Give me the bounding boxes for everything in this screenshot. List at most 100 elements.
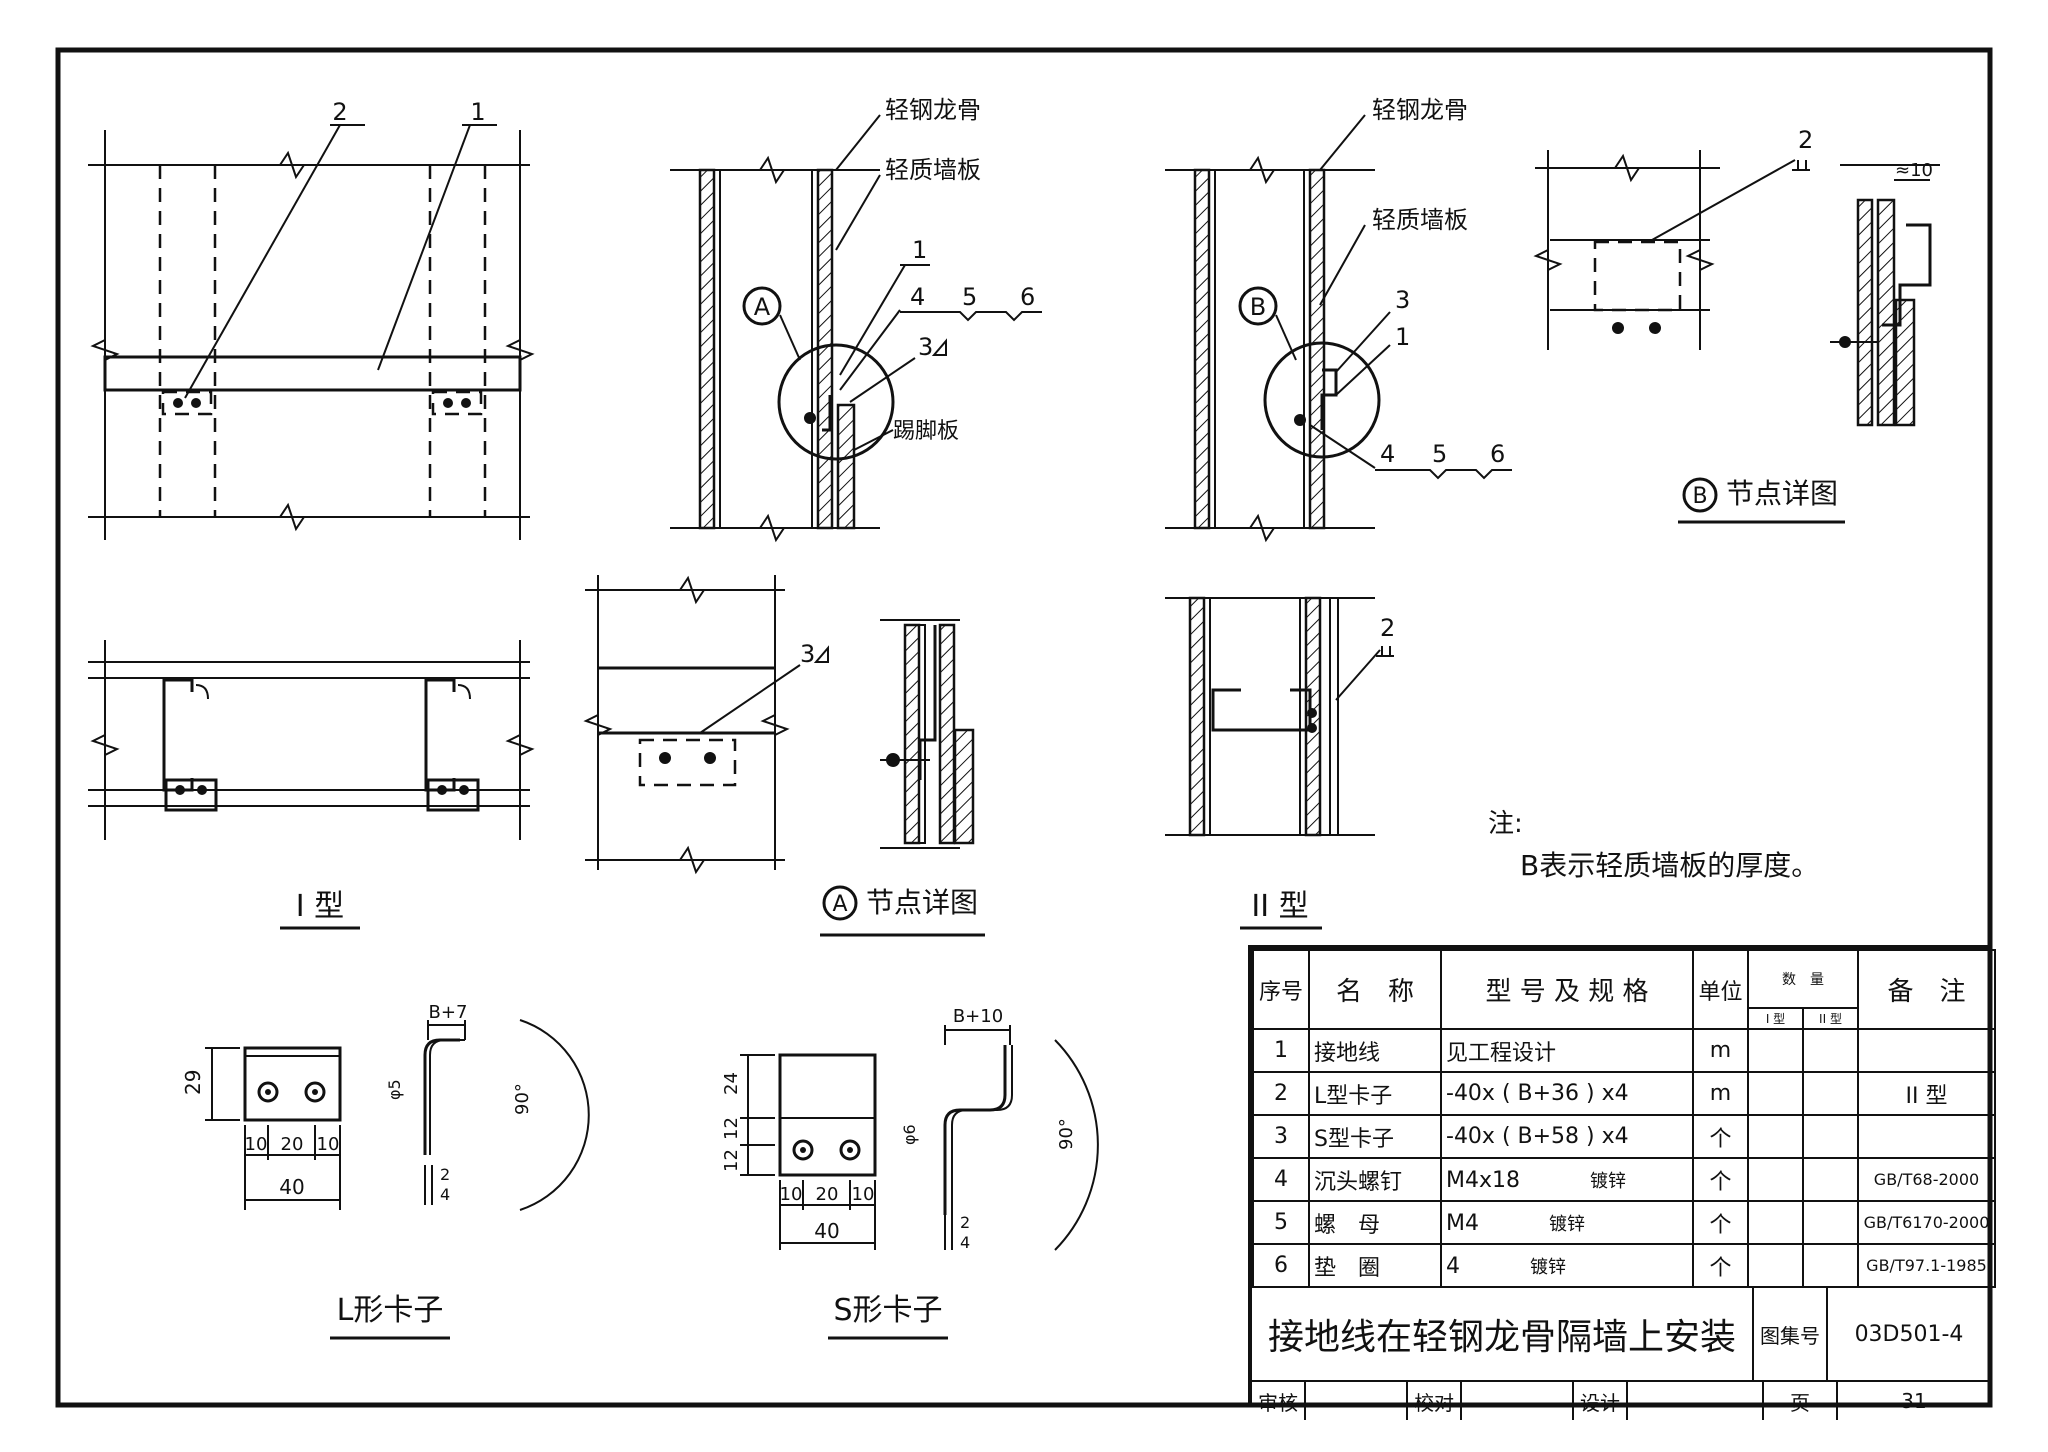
row-qty-1 xyxy=(1747,1028,1804,1073)
drawing-title: 接地线在轻钢龙骨隔墙上安装 xyxy=(1252,1288,1754,1380)
s-dim-4: 4 xyxy=(960,1233,970,1252)
review-label: 审核 xyxy=(1252,1382,1306,1420)
row-qty-2 xyxy=(1802,1114,1859,1159)
row-no: 2 xyxy=(1252,1071,1310,1116)
row-qty-2 xyxy=(1802,1200,1859,1245)
design-label: 设计 xyxy=(1574,1382,1628,1420)
label-light-board-b: 轻质墙板 xyxy=(1372,206,1468,234)
row-spec: M4x18 镀锌 xyxy=(1440,1157,1694,1202)
label-steel-keel-b: 轻钢龙骨 xyxy=(1372,96,1468,124)
type1-leader-1: 1 xyxy=(470,98,485,126)
hdr-no: 序号 xyxy=(1252,949,1310,1030)
row-name: 垫 圈 xyxy=(1308,1243,1442,1288)
review-signature xyxy=(1306,1382,1408,1420)
s-clip-caption: S形卡子 xyxy=(833,1293,942,1328)
leader-a-6: 6 xyxy=(1020,283,1035,311)
hdr-qty-2: II 型 xyxy=(1802,1007,1859,1030)
sheet-frame xyxy=(55,47,1993,1408)
row-grade: 镀锌 xyxy=(1590,1170,1626,1192)
section-b: B 轻钢龙骨 轻质墙板 3 1 4 5 6 xyxy=(1165,96,1512,543)
row-name: L型卡子 xyxy=(1308,1071,1442,1116)
l-dim-4: 4 xyxy=(440,1185,450,1204)
leader-b-1: 1 xyxy=(1395,323,1410,351)
leader-a-1: 1 xyxy=(912,236,927,264)
page-label: 页 xyxy=(1764,1382,1838,1420)
l-dim-20: 20 xyxy=(281,1134,304,1155)
row-remark: II 型 xyxy=(1857,1071,1996,1116)
row-name: 螺 母 xyxy=(1308,1200,1442,1245)
row-qty-2 xyxy=(1802,1071,1859,1116)
hdr-qty: 数 量 xyxy=(1747,949,1859,1009)
row-qty-1 xyxy=(1747,1200,1804,1245)
row-spec: -40x ( B+58 ) x4 xyxy=(1440,1114,1694,1159)
note-text: B表示轻质墙板的厚度。 xyxy=(1520,849,1819,882)
label-steel-keel-a: 轻钢龙骨 xyxy=(885,96,981,124)
leader-t2-2: 2 xyxy=(1380,614,1395,642)
l-dim-90: 90° xyxy=(512,1083,533,1115)
row-unit: 个 xyxy=(1692,1157,1749,1202)
leader-a-4: 4 xyxy=(910,283,925,311)
check-signature xyxy=(1462,1382,1574,1420)
row-qty-1 xyxy=(1747,1243,1804,1288)
hdr-remark: 备 注 xyxy=(1857,949,1996,1030)
type1-caption: I 型 xyxy=(296,889,344,924)
s-dim-40: 40 xyxy=(814,1219,839,1243)
s-dim-90: 90° xyxy=(1056,1118,1077,1150)
row-qty-2 xyxy=(1802,1028,1859,1073)
type1-elevation: 2 1 xyxy=(88,98,535,540)
row-name: 接地线 xyxy=(1308,1028,1442,1073)
row-unit: 个 xyxy=(1692,1243,1749,1288)
s-dim-12a: 12 xyxy=(721,1117,742,1140)
row-unit: m xyxy=(1692,1028,1749,1073)
type1-leader-2: 2 xyxy=(332,98,347,126)
l-dim-40: 40 xyxy=(279,1175,304,1199)
row-unit: 个 xyxy=(1692,1114,1749,1159)
s-dim-10b: 10 xyxy=(852,1184,875,1205)
detail-a-caption: 节点详图 xyxy=(866,886,978,919)
l-dim-29: 29 xyxy=(181,1070,205,1095)
row-qty-1 xyxy=(1747,1114,1804,1159)
row-spec: 4 镀锌 xyxy=(1440,1243,1694,1288)
row-grade: 镀锌 xyxy=(1530,1256,1566,1278)
row-spec-text: 4 xyxy=(1446,1253,1460,1279)
row-remark: GB/T6170-2000 xyxy=(1857,1200,1996,1245)
atlas-number: 03D501-4 xyxy=(1854,1321,1964,1347)
weld-a2-3: 3 xyxy=(800,640,815,668)
detail-b-elevation: 2 xyxy=(1533,126,1813,350)
row-unit: m xyxy=(1692,1071,1749,1116)
hdr-unit: 单位 xyxy=(1692,949,1749,1030)
l-dim-b7: B+7 xyxy=(429,1002,468,1023)
type2-caption: II 型 xyxy=(1251,889,1308,924)
row-no: 6 xyxy=(1252,1243,1310,1288)
leader-b-4: 4 xyxy=(1380,440,1395,468)
row-spec: 见工程设计 xyxy=(1440,1028,1694,1073)
row-no: 3 xyxy=(1252,1114,1310,1159)
s-dim-phi6: φ6 xyxy=(900,1124,919,1145)
hdr-qty-1: I 型 xyxy=(1747,1007,1804,1030)
label-skirting: 踢脚板 xyxy=(893,419,959,444)
s-dim-10a: 10 xyxy=(780,1184,803,1205)
row-remark: GB/T68-2000 xyxy=(1857,1157,1996,1202)
row-no: 1 xyxy=(1252,1028,1310,1073)
detail-b-marker: B xyxy=(1250,293,1266,321)
row-name: 沉头螺钉 xyxy=(1308,1157,1442,1202)
row-qty-2 xyxy=(1802,1157,1859,1202)
label-light-board-a: 轻质墙板 xyxy=(885,156,981,184)
leader-b-6: 6 xyxy=(1490,440,1505,468)
weld-a-3: 3 xyxy=(918,333,933,361)
note-heading: 注: xyxy=(1488,809,1523,839)
l-clip-caption: L形卡子 xyxy=(337,1293,444,1328)
s-dim-20: 20 xyxy=(816,1184,839,1205)
row-spec-text: M4x18 xyxy=(1446,1167,1520,1193)
l-clip-drawing: 29 10 20 10 40 B+7 φ5 4 90° 2 4 xyxy=(181,1002,590,1211)
row-spec: -40x ( B+36 ) x4 xyxy=(1440,1071,1694,1116)
section-a: A 轻钢龙骨 轻质墙板 1 4 5 6 3 踢脚板 xyxy=(670,96,1042,543)
hdr-name: 名 称 xyxy=(1308,949,1442,1030)
